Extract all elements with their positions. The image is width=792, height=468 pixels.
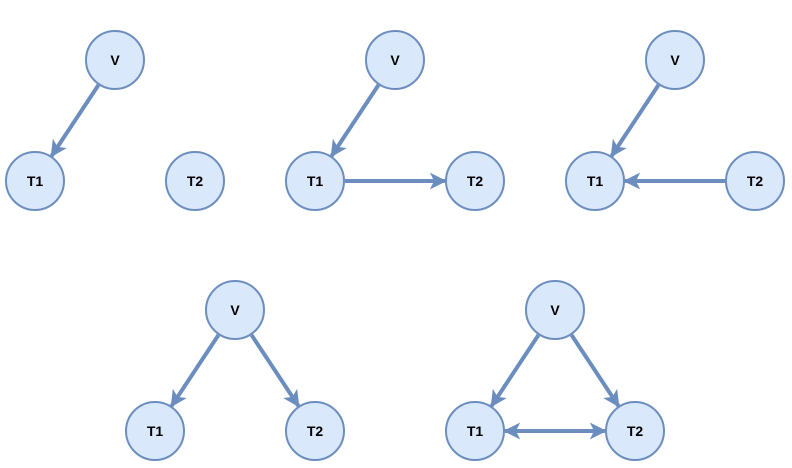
node-label: T1 — [147, 423, 164, 439]
node-t2: T2 — [725, 151, 785, 211]
node-label: T2 — [747, 173, 764, 189]
node-label: T1 — [587, 173, 604, 189]
arrow-line — [249, 333, 301, 408]
node-label: T1 — [27, 173, 44, 189]
node-label: T2 — [627, 423, 644, 439]
arrow-line — [169, 333, 221, 408]
node-label: T2 — [307, 423, 324, 439]
edge-v-t1 — [609, 83, 661, 158]
arrow-line — [49, 83, 101, 158]
node-circle — [285, 151, 345, 211]
node-label: T1 — [467, 423, 484, 439]
node-label: T1 — [307, 173, 324, 189]
node-label: V — [230, 302, 240, 318]
arrow-line — [609, 83, 661, 158]
edge-v-t1 — [489, 333, 541, 408]
node-label: V — [110, 52, 120, 68]
node-label: T2 — [187, 173, 204, 189]
node-t1: T1 — [285, 151, 345, 211]
node-label: V — [670, 52, 680, 68]
node-circle — [365, 30, 425, 90]
node-circle — [445, 151, 505, 211]
node-circle — [525, 280, 585, 340]
node-t1: T1 — [445, 401, 505, 461]
node-t1: T1 — [125, 401, 185, 461]
node-circle — [165, 151, 225, 211]
arrow-line — [569, 333, 621, 408]
node-t2: T2 — [165, 151, 225, 211]
node-t1: T1 — [5, 151, 65, 211]
node-label: V — [550, 302, 560, 318]
node-circle — [725, 151, 785, 211]
node-circle — [645, 30, 705, 90]
edge-v-t1 — [49, 83, 101, 158]
node-t2: T2 — [285, 401, 345, 461]
node-v: V — [525, 280, 585, 340]
node-v: V — [645, 30, 705, 90]
node-circle — [565, 151, 625, 211]
node-label: T2 — [467, 173, 484, 189]
node-v: V — [205, 280, 265, 340]
node-v: V — [365, 30, 425, 90]
node-t2: T2 — [445, 151, 505, 211]
node-circle — [5, 151, 65, 211]
node-circle — [205, 280, 265, 340]
node-v: V — [85, 30, 145, 90]
node-circle — [285, 401, 345, 461]
node-circle — [605, 401, 665, 461]
arrow-line — [329, 83, 381, 158]
edge-v-t2 — [249, 333, 301, 408]
edge-v-t1 — [329, 83, 381, 158]
node-circle — [445, 401, 505, 461]
node-t1: T1 — [565, 151, 625, 211]
node-label: V — [390, 52, 400, 68]
arrow-line — [489, 333, 541, 408]
node-circle — [125, 401, 185, 461]
edge-v-t1 — [169, 333, 221, 408]
edge-v-t2 — [569, 333, 621, 408]
node-circle — [85, 30, 145, 90]
node-t2: T2 — [605, 401, 665, 461]
